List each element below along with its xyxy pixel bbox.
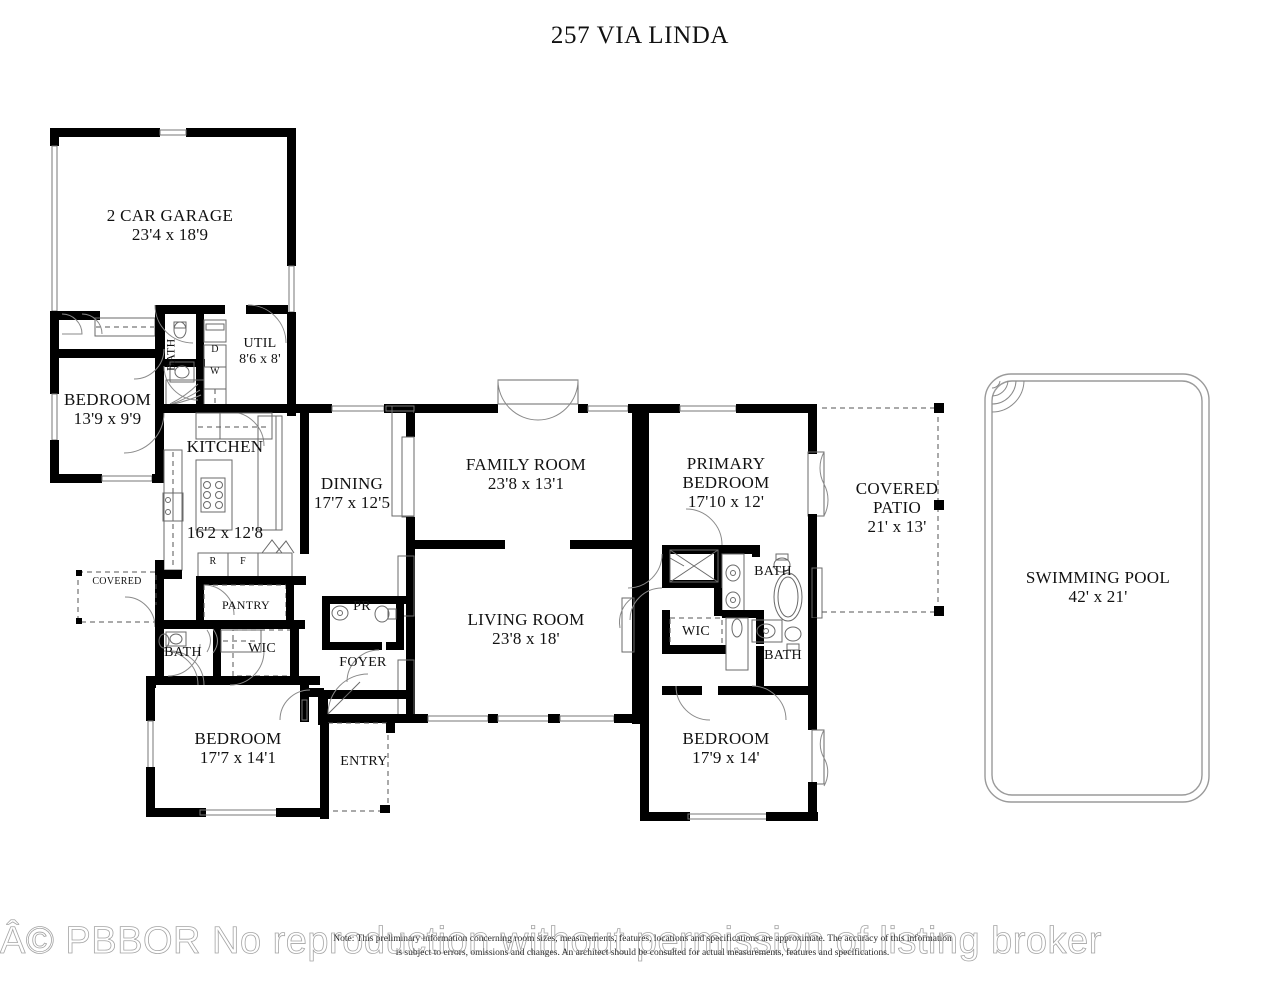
page-title: 257 VIA LINDA: [550, 22, 730, 49]
swimming-pool-outline: [984, 373, 1210, 803]
pantry-bath-wic-sw: [155, 576, 320, 686]
primary-suite-walls: [627, 404, 829, 721]
bedroom-se-walls: [640, 694, 829, 821]
family-room-walls: [385, 379, 641, 549]
disclaimer-line-1: Note: This preliminary information conce…: [333, 934, 952, 944]
living-room-walls: [397, 549, 642, 724]
door-swings-nw: [61, 304, 287, 447]
dining-walls: [296, 404, 415, 558]
powder-room-walls: [322, 596, 412, 683]
bedroom-nw-walls: [50, 349, 205, 483]
utility-bath-walls: [50, 311, 296, 416]
garage-walls: [50, 128, 296, 416]
covered-patio-outline: [822, 403, 944, 616]
kitchen-detail: [155, 404, 306, 625]
disclaimer-line-2: is subject to errors, omissions and chan…: [395, 947, 890, 958]
bedroom-sw-walls: [146, 650, 324, 817]
disclaimer-note: Note: This preliminary information conce…: [310, 933, 975, 961]
foyer-entry-walls: [279, 673, 406, 819]
covered-west-outline: [76, 570, 164, 628]
